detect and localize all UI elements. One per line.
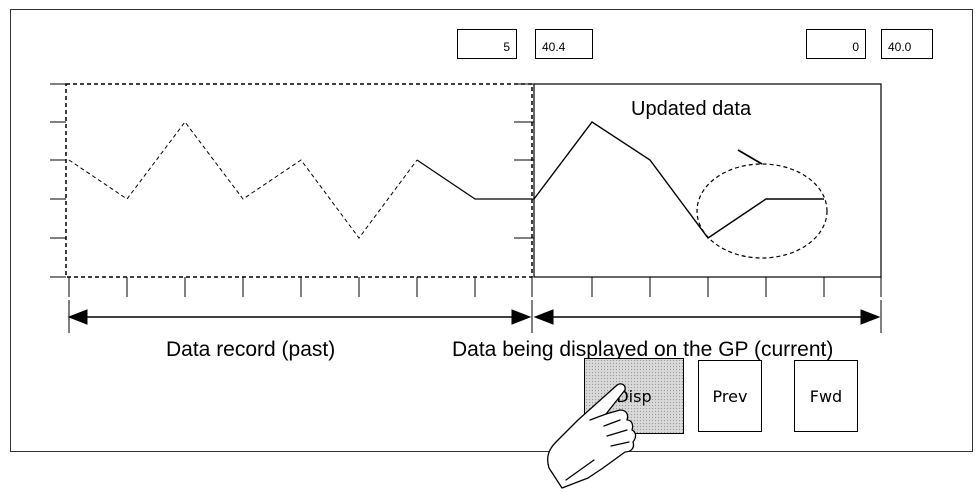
past-record-frame: [65, 83, 533, 278]
past-count-value: 5: [503, 40, 510, 54]
current-count-value: 0: [852, 40, 859, 54]
x-ticks: [68, 277, 882, 297]
disp-button-label: Disp: [616, 386, 652, 406]
prev-button[interactable]: Prev: [698, 360, 762, 432]
updated-data-ellipse: [696, 163, 828, 259]
past-trend-line: [68, 121, 418, 239]
past-value-text: 40.4: [542, 40, 566, 54]
current-count-display: 0: [806, 29, 866, 59]
current-trend-line: [533, 121, 824, 239]
fwd-button[interactable]: Fwd: [794, 360, 858, 432]
prev-button-label: Prev: [712, 386, 748, 406]
diagram-frame: [10, 9, 973, 452]
current-value-text: 40.0: [888, 40, 912, 54]
data-current-label: Data being displayed on the GP (current): [452, 338, 834, 361]
past-range-arrow: [67, 300, 532, 333]
data-record-label: Data record (past): [166, 338, 336, 361]
updated-data-label: Updated data: [631, 98, 752, 120]
current-range-arrow: [531, 300, 882, 333]
boundary-trend-line: [416, 159, 532, 200]
current-value-display: 40.0: [881, 29, 933, 59]
updated-data-leader: [737, 149, 763, 165]
past-count-display: 5: [457, 29, 517, 59]
fwd-button-label: Fwd: [809, 386, 843, 406]
past-value-display: 40.4: [535, 29, 593, 59]
past-y-ticks: [50, 83, 66, 278]
